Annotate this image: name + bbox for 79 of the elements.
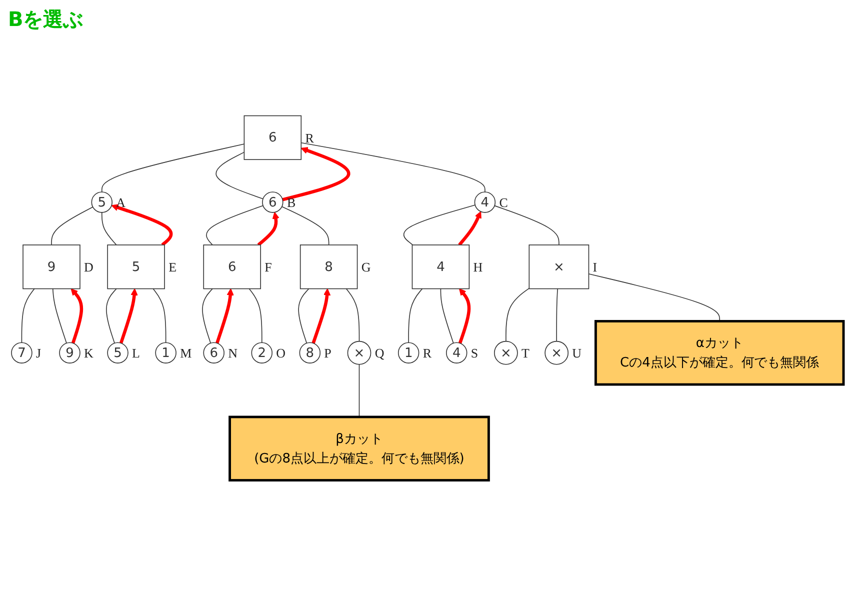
connector	[346, 288, 360, 342]
arrow	[216, 288, 234, 344]
node-letter: T	[522, 346, 530, 361]
node-box: ×	[528, 244, 590, 290]
connector	[206, 205, 264, 246]
node-circle: 4	[474, 192, 496, 213]
node-circle: 6	[262, 192, 284, 213]
node-circle: 5	[107, 342, 128, 364]
connector	[440, 288, 454, 344]
connector	[101, 212, 117, 246]
node-box: 9	[22, 244, 80, 290]
connector	[408, 288, 423, 344]
node-letter: G	[361, 260, 371, 275]
node-circle: ×	[494, 340, 518, 365]
node-circle: ×	[347, 340, 372, 365]
connector	[216, 152, 264, 200]
node-letter: B	[286, 195, 296, 210]
note-text: Bを選ぶ	[8, 6, 84, 33]
connector	[358, 364, 360, 418]
node-letter: N	[228, 346, 238, 361]
connector	[106, 288, 117, 344]
node-box: 6	[244, 115, 302, 160]
node-circle: 8	[299, 342, 321, 364]
node-letter: Q	[374, 346, 384, 361]
node-circle: 5	[91, 192, 112, 213]
connector	[403, 204, 476, 246]
node-circle: 4	[446, 342, 468, 364]
connector	[282, 206, 330, 246]
connector	[21, 288, 35, 344]
node-letter: K	[84, 346, 94, 361]
node-letter: J	[36, 346, 42, 361]
connector	[298, 288, 310, 344]
node-circle: ×	[544, 340, 569, 365]
connector	[101, 144, 245, 192]
arrow	[312, 288, 331, 344]
arrow	[458, 211, 482, 246]
node-letter: F	[264, 260, 272, 275]
arrow	[282, 147, 350, 202]
connector	[52, 288, 67, 344]
node-letter: H	[473, 260, 483, 275]
node-box: 4	[412, 244, 470, 290]
connector	[556, 288, 558, 342]
connector	[494, 205, 560, 246]
arrow	[119, 288, 138, 344]
node-letter: D	[84, 260, 94, 275]
node-circle: 1	[398, 342, 420, 364]
connector	[248, 288, 262, 344]
node-box: βカット (Gの8点以上が確定。何でも無関係)	[228, 416, 490, 482]
node-letter: R	[305, 130, 314, 146]
connector	[202, 288, 213, 344]
node-circle: 2	[251, 342, 272, 364]
node-letter: I	[592, 260, 598, 275]
node-letter: M	[180, 346, 192, 361]
arrow	[257, 212, 280, 246]
node-letter: A	[116, 195, 126, 210]
node-letter: S	[470, 346, 478, 361]
arrow	[111, 204, 173, 246]
arrow	[70, 288, 84, 344]
connector	[51, 206, 94, 246]
node-box: αカット Cの4点以下が確定。何でも無関係	[594, 320, 845, 386]
node-letter: U	[572, 346, 582, 361]
node-letter: O	[276, 346, 286, 361]
node-circle: 9	[59, 342, 80, 364]
node-circle: 1	[155, 342, 176, 364]
node-circle: 6	[203, 342, 224, 364]
node-letter: E	[168, 260, 176, 275]
node-circle: 7	[11, 342, 32, 364]
arrow	[458, 288, 471, 344]
node-letter: R	[422, 346, 432, 361]
node-letter: L	[132, 346, 140, 361]
node-box: 5	[107, 244, 165, 290]
connector	[152, 288, 166, 344]
connector	[506, 288, 530, 342]
node-box: 6	[203, 244, 261, 290]
connector	[588, 274, 720, 322]
node-letter: P	[324, 346, 332, 361]
node-box: 8	[300, 244, 358, 290]
node-letter: C	[499, 195, 508, 210]
connector	[300, 142, 486, 192]
